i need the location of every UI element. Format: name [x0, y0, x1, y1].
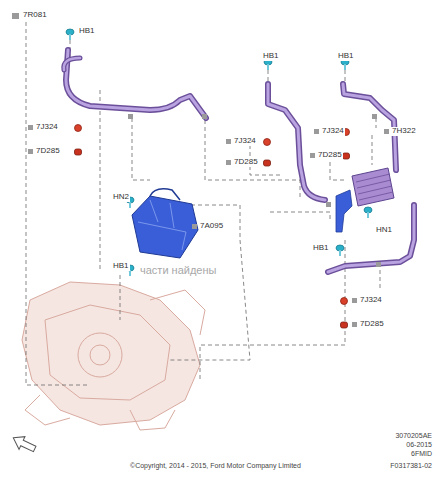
callout-number: HB1	[337, 52, 355, 61]
diagram-reference: 3070205AE	[395, 432, 432, 440]
callout-number: HB1	[262, 52, 280, 61]
diagram-reference: F0317381-02	[390, 462, 432, 470]
cooler-pipe	[64, 50, 414, 272]
callout-number: 7J324	[233, 137, 257, 146]
leader-line	[26, 22, 380, 385]
bracket	[336, 190, 352, 232]
callout-number: HN2	[112, 193, 130, 202]
callout-number: HB1	[78, 27, 96, 36]
callout-number: 7R081	[22, 11, 48, 20]
diagram-reference: ©Copyright, 2014 - 2015, Ford Motor Comp…	[130, 462, 301, 470]
callout-number: 7J324	[359, 296, 383, 305]
callout-number: HB1	[312, 244, 330, 253]
diagram-reference: 6FMID	[411, 450, 432, 458]
callout-number: HB1	[112, 262, 130, 271]
diagram-reference: 06-2015	[406, 441, 432, 449]
callout-number: 7J324	[321, 127, 345, 136]
watermark: части найдены	[140, 264, 216, 276]
callout-number: HN1	[375, 226, 393, 235]
transmission-cooler	[132, 189, 198, 258]
callout-number: 7A095	[199, 222, 224, 231]
callout-number: 7D285	[317, 151, 343, 160]
callout-number: 7H322	[391, 127, 417, 136]
callout-number: 7D285	[35, 147, 61, 156]
oil-cooler	[352, 168, 394, 206]
callout-number: 7D285	[233, 158, 259, 167]
orientation-arrow	[10, 432, 38, 455]
callout-number: 7D285	[359, 320, 385, 329]
callout-number: 7J324	[35, 123, 59, 132]
callout-marker	[12, 13, 389, 327]
transmission-outline	[22, 282, 205, 430]
